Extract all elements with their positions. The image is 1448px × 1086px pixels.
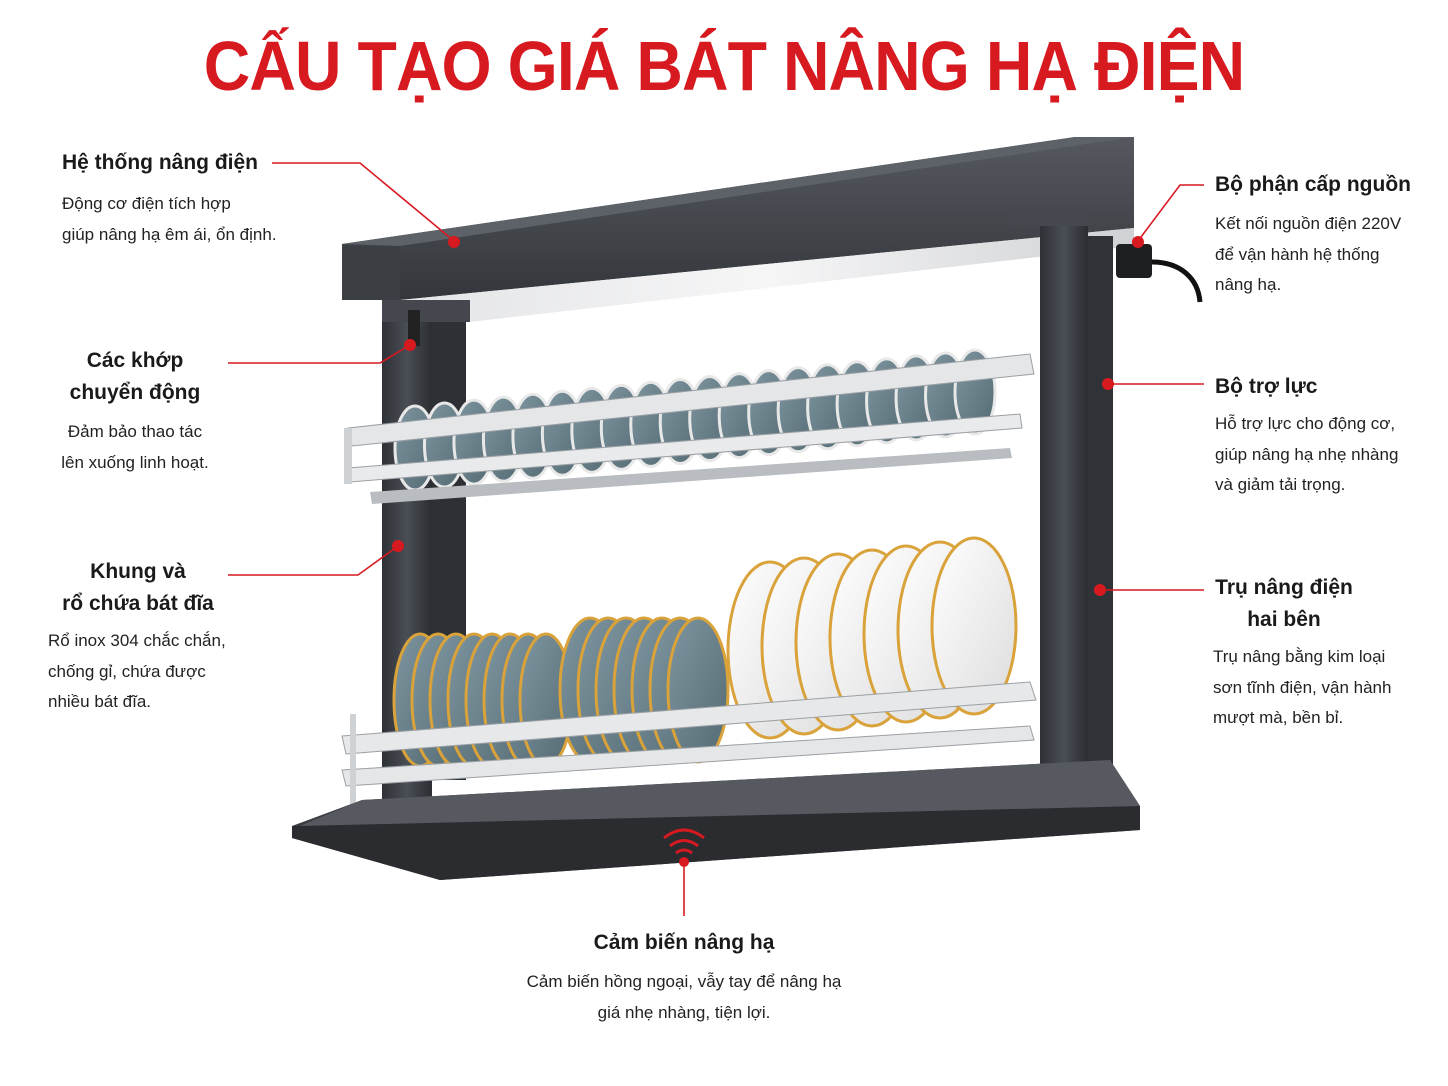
callout-line-lift-system (272, 162, 455, 242)
label-joints: Các khớp chuyển động Đảm bảo thao tác lê… (30, 345, 240, 478)
label-lift-system: Hệ thống nâng điện Động cơ điện tích hợp… (62, 147, 362, 250)
label-power-desc: Kết nối nguồn điện 220V để vận hành hệ t… (1215, 214, 1402, 294)
label-joints-desc: Đảm bảo thao tác lên xuống linh hoạt. (61, 422, 209, 472)
power-plug (1116, 244, 1203, 303)
callout-line-power (1137, 184, 1204, 242)
upper-basket (344, 348, 1035, 504)
label-joints-heading: Các khớp chuyển động (69, 349, 201, 404)
label-power-heading: Bộ phận cấp nguồn (1215, 173, 1411, 196)
plate (930, 536, 1018, 716)
callout-lines (228, 162, 1204, 916)
label-power: Bộ phận cấp nguồn Kết nối nguồn điện 220… (1215, 169, 1440, 301)
label-sensor: Cảm biến nâng hạ Cảm biến hồng ngoại, vẫ… (484, 927, 884, 1028)
callout-dot-sensor (679, 857, 689, 867)
label-pillars-heading: Trụ nâng điện hai bên (1215, 576, 1353, 631)
label-basket-heading: Khung và rổ chứa bát đĩa (62, 560, 214, 615)
top-housing (342, 137, 1134, 330)
callout-dot-basket (392, 540, 404, 552)
label-basket-desc: Rổ inox 304 chắc chắn, chống gỉ, chứa đư… (48, 631, 226, 711)
label-pillars: Trụ nâng điện hai bên Trụ nâng bằng kim … (1213, 572, 1438, 734)
page-title: CẤU TẠO GIÁ BÁT NÂNG HẠ ĐIỆN (203, 27, 1245, 105)
wave-sensor-icon (663, 828, 705, 855)
label-sensor-heading: Cảm biến nâng hạ (593, 931, 775, 954)
label-basket: Khung và rổ chứa bát đĩa Rổ inox 304 chắ… (48, 556, 308, 718)
callout-dot-joints (404, 339, 416, 351)
label-sensor-desc: Cảm biến hồng ngoại, vẫy tay để nâng hạ … (526, 972, 842, 1022)
label-lift-system-desc: Động cơ điện tích hợp giúp nâng hạ êm ái… (62, 194, 277, 244)
callout-line-basket (228, 545, 399, 576)
label-booster: Bộ trợ lực Hỗ trợ lực cho động cơ, giúp … (1215, 371, 1440, 501)
plate (666, 616, 730, 764)
lower-basket (341, 536, 1037, 804)
label-booster-desc: Hỗ trợ lực cho động cơ, giúp nâng hạ nhẹ… (1215, 414, 1399, 494)
label-lift-system-heading: Hệ thống nâng điện (62, 151, 258, 174)
callout-dot-pillars (1094, 584, 1106, 596)
callout-dot-power (1132, 236, 1144, 248)
callout-dot-lift-system (448, 236, 460, 248)
bottom-tray (292, 760, 1140, 880)
label-pillars-desc: Trụ nâng bằng kim loại sơn tĩnh điện, vậ… (1213, 647, 1392, 727)
callout-dots (392, 236, 1144, 867)
callout-dot-booster (1102, 378, 1114, 390)
callout-line-joints (228, 344, 411, 364)
label-booster-heading: Bộ trợ lực (1215, 375, 1318, 398)
right-pillar (1008, 206, 1113, 806)
